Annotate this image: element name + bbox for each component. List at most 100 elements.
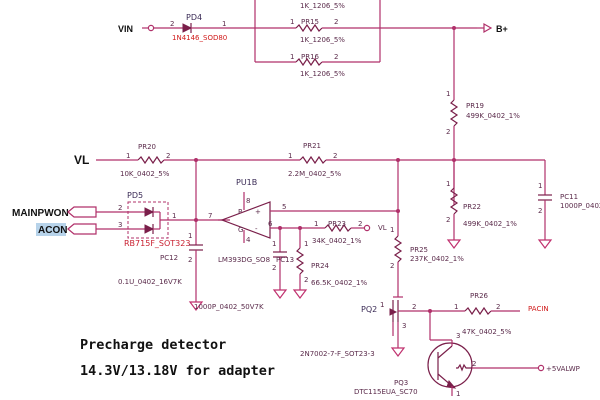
pr19-ref: PR19: [466, 102, 484, 110]
pu1b-minus: -: [255, 225, 258, 233]
pc11-value: 1000P_0402_50V7K: [560, 202, 600, 210]
net-bplus: B+: [496, 24, 508, 34]
net-acon: ACON: [38, 225, 67, 236]
pu1b-pin-g: G: [238, 226, 243, 234]
pr15-value: 1K_1206_5%: [300, 36, 345, 44]
mainpwon-input: MAINPWON: [12, 206, 128, 219]
pr26-ref: PR26: [470, 292, 489, 300]
acon-input: ACON: [36, 223, 128, 236]
capacitor-pc12: PC12 0.1U_0402_16V7K 1 2: [118, 160, 204, 311]
pu1b-pin6: 6: [268, 220, 273, 228]
pr16-value: 1K_1206_5%: [300, 70, 345, 78]
pu1b-value: LM393DG_SO8: [218, 256, 270, 264]
pc12-ref: PC12: [160, 254, 178, 262]
pr22-value: 499K_0402_1%: [463, 220, 517, 228]
pr21-ref: PR21: [303, 142, 321, 150]
pu1b-pin5: 5: [282, 203, 286, 211]
pd5-pin2: 2: [118, 204, 122, 212]
pr20-value: 10K_0402_5%: [120, 170, 170, 178]
pd5-pin3: 3: [118, 221, 122, 229]
pd5-pin1: 1: [172, 212, 176, 220]
diode-pd5: PD5 RB715F_SOT323 2 3 1: [118, 191, 230, 248]
pr15-pin2: 2: [334, 18, 338, 26]
pd4-pin1: 1: [222, 20, 226, 28]
pc11-pin1: 1: [538, 182, 542, 190]
pu1b-pin4: 4: [246, 236, 251, 244]
pr24-pin2: 2: [304, 276, 308, 284]
pr22-pin2: 2: [446, 216, 450, 224]
pc11-ref: PC11: [560, 193, 578, 201]
pr16-pin1: 1: [290, 53, 294, 61]
diode-pd4: PD4 1N4146_SOD80 2 1: [154, 13, 255, 42]
pu1b-pin8: 8: [246, 197, 250, 205]
pd4-pin2: 2: [170, 20, 174, 28]
pc13-ref: PC13: [276, 256, 294, 264]
pq2-pin3: 3: [402, 322, 406, 330]
net-vl: VL: [74, 153, 89, 167]
resistor-pr22: PR22 499K_0402_1% 1 2: [446, 160, 517, 249]
pr19-pin2: 2: [446, 128, 450, 136]
pr26-pin2: 2: [496, 303, 500, 311]
pq2-pin1: 1: [380, 301, 384, 309]
pq3-pin2: 2: [472, 360, 476, 368]
pq3-ref: PQ3: [394, 379, 408, 387]
vin-input: VIN: [118, 24, 155, 34]
pr20-ref: PR20: [138, 143, 156, 151]
capacitor-pc13: PC13 1000P_0402_50V7K 1 2: [194, 228, 294, 311]
comparator-pu1b: PU1B 8 4 P G + - 7 5 6 LM393DG_SO8: [208, 178, 398, 264]
resistor-pr19: PR19 499K_0402_1% 1 2: [446, 28, 520, 205]
resistor-array-pr14-16: 1K_1206_5% PR15 1 2 1K_1206_5% PR16 1 2 …: [254, 0, 381, 78]
pr19-pin1: 1: [446, 90, 450, 98]
resistor-pr24: PR24 66.5K_0402_1% 1 2: [292, 228, 367, 299]
pc13-pin2: 2: [272, 264, 276, 272]
pc12-value: 0.1U_0402_16V7K: [118, 278, 182, 286]
pq3-pin3: 3: [456, 332, 460, 340]
pr21-pin2: 2: [333, 152, 337, 160]
resistor-pr23: PR23 1 2 34K_0402_1% VL: [300, 220, 387, 245]
pc13-pin1: 1: [272, 240, 276, 248]
resistor-pr21: PR21 1 2 2.2M_0402_5%: [288, 142, 545, 178]
pr20-pin1: 1: [126, 152, 130, 160]
pr22-pin1: 1: [446, 180, 450, 188]
pq3-pin1: 1: [456, 390, 460, 398]
mosfet-pq2: PQ2 1 2 3 2N7002-7-F_SOT23-3: [300, 296, 432, 358]
pu1b-pin7: 7: [208, 212, 212, 220]
pr16-pin2: 2: [334, 53, 338, 61]
pd4-value: 1N4146_SOD80: [172, 34, 227, 42]
pr21-pin1: 1: [288, 152, 292, 160]
net-vin: VIN: [118, 24, 133, 34]
net-valwp: +5VALWP: [546, 365, 580, 373]
pr15-pin1: 1: [290, 18, 294, 26]
pr21-value: 2.2M_0402_5%: [288, 170, 341, 178]
pr25-pin2: 2: [390, 262, 394, 270]
pr16-ref: PR16: [301, 53, 320, 61]
bplus-output: B+: [380, 22, 508, 34]
pc13-value: 1000P_0402_50V7K: [194, 303, 264, 311]
pd5-ref: PD5: [127, 191, 143, 200]
pr26-pin1: 1: [454, 303, 458, 311]
pr24-pin1: 1: [304, 240, 308, 248]
pc12-pin2: 2: [188, 256, 192, 264]
pq2-ref: PQ2: [361, 305, 377, 314]
pr20-pin2: 2: [166, 152, 170, 160]
pr22-ref: PR22: [463, 203, 481, 211]
net-mainpwon: MAINPWON: [12, 208, 69, 219]
pd5-value: RB715F_SOT323: [124, 239, 190, 248]
pr24-ref: PR24: [311, 262, 330, 270]
pr24-value: 66.5K_0402_1%: [311, 279, 367, 287]
pr25-value: 237K_0402_1%: [410, 255, 464, 263]
pr26-value: 47K_0402_5%: [462, 328, 512, 336]
pc11-pin2: 2: [538, 207, 542, 215]
pc12-pin1: 1: [188, 232, 192, 240]
pr25-ref: PR25: [410, 246, 428, 254]
pu1b-pin-p: P: [238, 208, 242, 216]
resistor-pr26: PR26 1 2 47K_0402_5% PACIN: [430, 292, 549, 336]
pr23-value: 34K_0402_1%: [312, 237, 362, 245]
vl-rail: VL PR20 1 2 10K_0402_5%: [74, 143, 300, 178]
note-precharge-title: Precharge detector: [80, 337, 226, 353]
pr23-ref: PR23: [328, 220, 346, 228]
pq3-value: DTC115EUA_SC70: [354, 388, 418, 396]
pr14-value: 1K_1206_5%: [300, 2, 345, 10]
